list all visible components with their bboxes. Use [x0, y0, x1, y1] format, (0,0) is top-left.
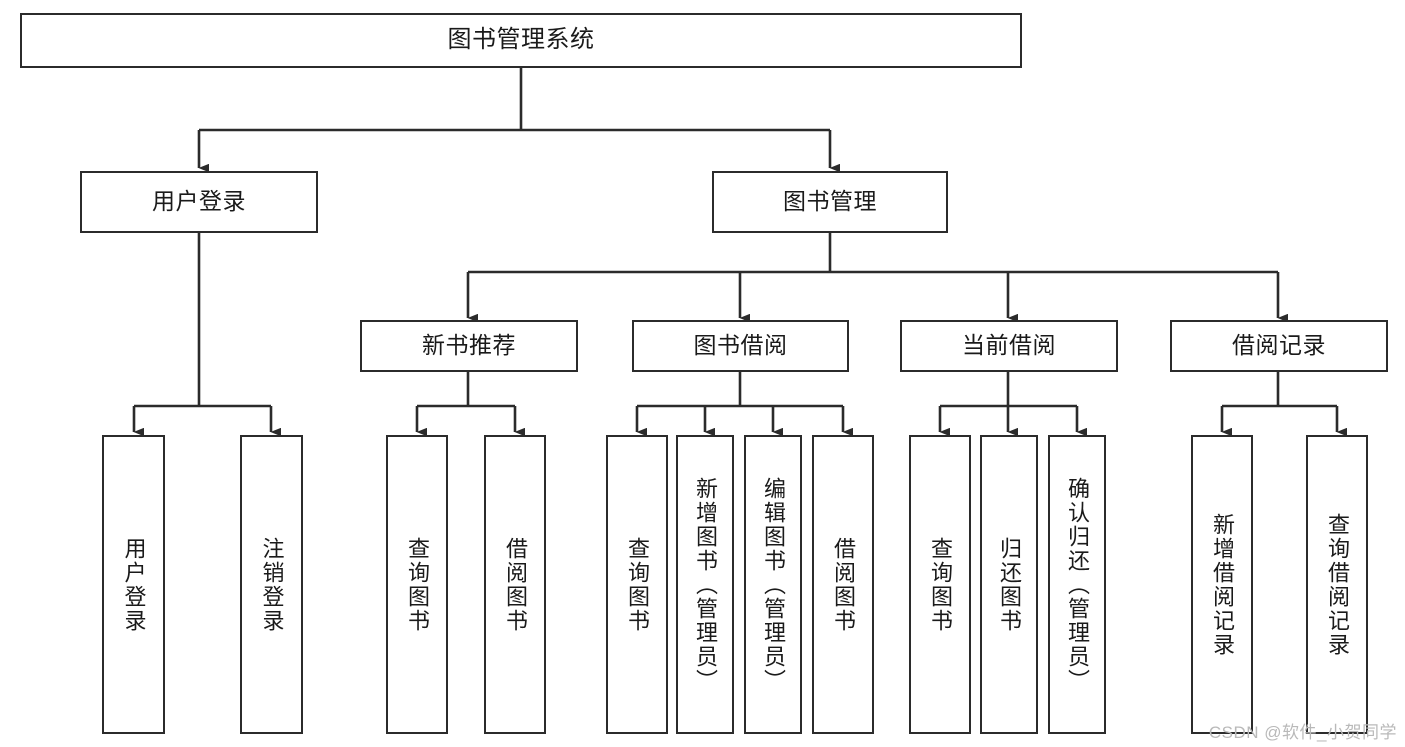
node-leaf-borrow-book-recommend[interactable]: 借阅图书	[484, 435, 546, 734]
node-label: 新增借阅记录	[1210, 512, 1235, 657]
node-label: 归还图书	[997, 536, 1022, 633]
node-leaf-edit-book-admin[interactable]: 编辑图书（管理员）	[744, 435, 802, 734]
node-label: 图书管理	[783, 188, 877, 215]
node-leaf-query-borrow-record[interactable]: 查询借阅记录	[1306, 435, 1368, 734]
node-leaf-query-book-borrow[interactable]: 查询图书	[606, 435, 668, 734]
node-leaf-confirm-return-admin[interactable]: 确认归还（管理员）	[1048, 435, 1106, 734]
node-leaf-query-book-current[interactable]: 查询图书	[909, 435, 971, 734]
node-root-system[interactable]: 图书管理系统	[20, 13, 1022, 68]
node-label: 新书推荐	[422, 332, 516, 359]
node-label: 用户登录	[152, 188, 246, 215]
node-leaf-user-login[interactable]: 用户登录	[102, 435, 165, 734]
csdn-watermark: CSDN @软件_小贺同学	[1208, 723, 1397, 742]
node-label: 借阅图书	[831, 536, 856, 633]
node-user-login[interactable]: 用户登录	[80, 171, 318, 233]
node-borrow-record[interactable]: 借阅记录	[1170, 320, 1388, 372]
node-label: 确认归还（管理员）	[1065, 476, 1090, 693]
node-leaf-add-book-admin[interactable]: 新增图书（管理员）	[676, 435, 734, 734]
node-label: 图书借阅	[693, 332, 788, 359]
node-leaf-query-book-recommend[interactable]: 查询图书	[386, 435, 448, 734]
node-leaf-add-borrow-record[interactable]: 新增借阅记录	[1191, 435, 1253, 734]
node-book-manage[interactable]: 图书管理	[712, 171, 948, 233]
node-leaf-return-book[interactable]: 归还图书	[980, 435, 1038, 734]
node-book-borrow[interactable]: 图书借阅	[632, 320, 849, 372]
node-label: 用户登录	[121, 536, 147, 633]
node-label: 查询图书	[625, 536, 650, 633]
node-label: 借阅记录	[1232, 332, 1326, 359]
node-label: 编辑图书（管理员）	[761, 476, 786, 693]
node-new-book-recommend[interactable]: 新书推荐	[360, 320, 578, 372]
node-label: 查询借阅记录	[1325, 512, 1350, 657]
node-label: 当前借阅	[962, 332, 1056, 359]
node-leaf-borrow-book-borrow[interactable]: 借阅图书	[812, 435, 874, 734]
node-label: 图书管理系统	[447, 26, 595, 54]
node-label: 借阅图书	[503, 536, 528, 633]
node-current-borrow[interactable]: 当前借阅	[900, 320, 1118, 372]
node-label: 查询图书	[928, 536, 953, 633]
node-leaf-logout[interactable]: 注销登录	[240, 435, 303, 734]
node-label: 查询图书	[405, 536, 430, 633]
node-label: 新增图书（管理员）	[693, 476, 718, 693]
node-label: 注销登录	[259, 536, 285, 633]
